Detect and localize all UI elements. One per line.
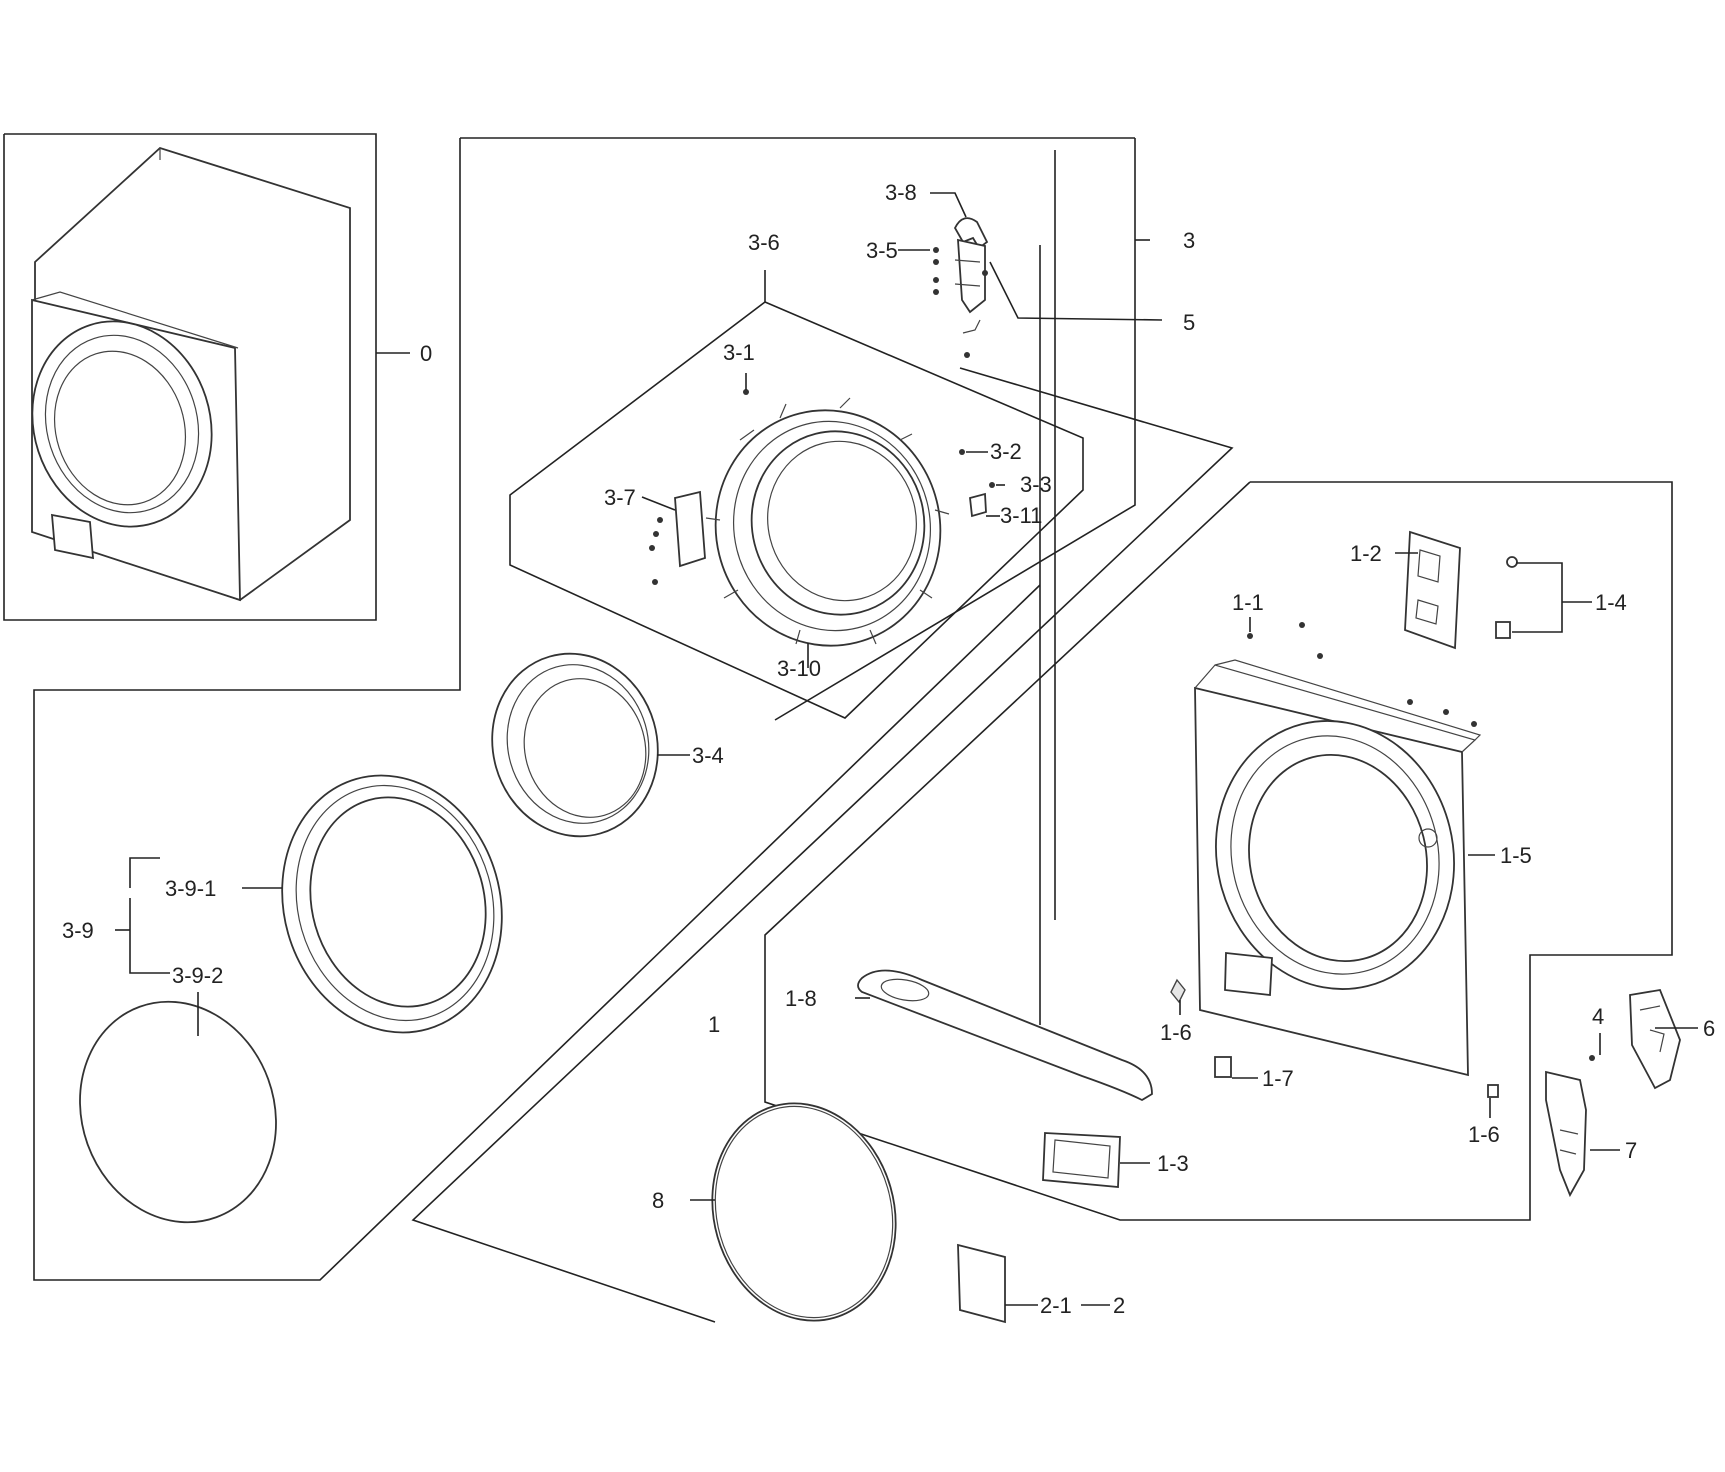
door-hinge [933, 217, 989, 358]
screw-row [1247, 622, 1477, 727]
label-3-9-2: 3-9-2 [172, 963, 223, 988]
cover-handle [857, 969, 1153, 1102]
door-switch [1545, 1055, 1595, 1198]
label-3-4: 3-4 [692, 743, 724, 768]
label-3-9: 3-9 [62, 918, 94, 943]
fastener-1-6-left [1170, 978, 1186, 1004]
front-panel [1194, 659, 1482, 1077]
label-7: 7 [1625, 1138, 1637, 1163]
leader-lines [115, 192, 1698, 1306]
access-cover [957, 1243, 1006, 1324]
label-3-1: 3-1 [723, 340, 755, 365]
door-lock-bracket [649, 490, 706, 585]
label-1: 1 [708, 1012, 720, 1037]
label-2-1: 2-1 [1040, 1293, 1072, 1318]
label-3-9-1: 3-9-1 [165, 876, 216, 901]
gasket-ring [711, 1102, 897, 1322]
screw-3-3 [989, 482, 995, 488]
screw-3-2 [959, 449, 965, 455]
panel-bracket [1404, 530, 1461, 650]
stopper-3-11 [969, 492, 987, 518]
lower-bracket [1042, 1132, 1121, 1188]
bolt-1-4-top [1506, 556, 1518, 568]
callout-labels: 0 3-8 3-5 3 5 3-6 3-1 3-2 3-3 3-11 3-7 3… [62, 180, 1715, 1318]
door-cover [281, 774, 503, 1034]
label-3-8: 3-8 [885, 180, 917, 205]
fastener-1-6-right [1487, 1084, 1499, 1098]
label-1-1: 1-1 [1232, 590, 1264, 615]
clip-1-7 [1214, 1056, 1232, 1078]
label-3-5: 3-5 [866, 238, 898, 263]
label-3-7: 3-7 [604, 485, 636, 510]
label-6: 6 [1703, 1016, 1715, 1041]
label-0: 0 [420, 341, 432, 366]
label-5: 5 [1183, 310, 1195, 335]
door-frame [705, 389, 950, 647]
boundary-lines [3, 133, 1673, 1323]
label-3-3: 3-3 [1020, 472, 1052, 497]
label-1-7: 1-7 [1262, 1066, 1294, 1091]
nut-1-4-bottom [1495, 621, 1511, 639]
label-2: 2 [1113, 1293, 1125, 1318]
door-decor [79, 1000, 277, 1224]
label-1-6-right: 1-6 [1468, 1122, 1500, 1147]
label-3-11: 3-11 [1000, 503, 1042, 528]
label-1-5: 1-5 [1500, 843, 1532, 868]
door-inner-glass [491, 652, 659, 838]
label-1-2: 1-2 [1350, 541, 1382, 566]
label-1-6-left: 1-6 [1160, 1020, 1192, 1045]
label-1-8: 1-8 [785, 986, 817, 1011]
label-8: 8 [652, 1188, 664, 1213]
label-3: 3 [1183, 228, 1195, 253]
label-3-2: 3-2 [990, 439, 1022, 464]
label-3-10: 3-10 [777, 656, 821, 681]
label-3-6: 3-6 [748, 230, 780, 255]
label-1-3: 1-3 [1157, 1151, 1189, 1176]
switch-cover [1629, 988, 1681, 1090]
dryer-complete-assembly [31, 146, 351, 602]
label-1-4: 1-4 [1595, 590, 1627, 615]
label-4: 4 [1592, 1004, 1604, 1029]
